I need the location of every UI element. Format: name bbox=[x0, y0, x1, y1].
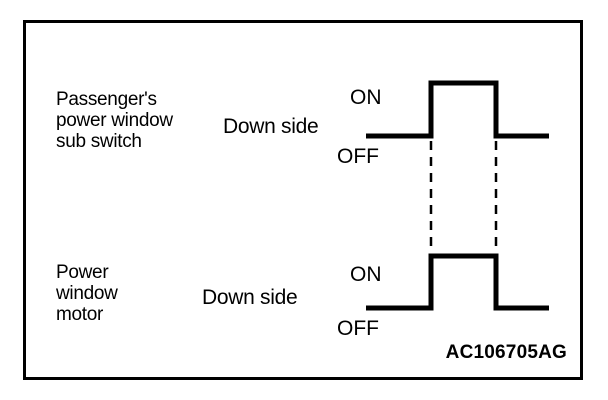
side-label-power-window-motor: Down side bbox=[202, 286, 298, 309]
off-level-label-power-window-motor: OFF bbox=[337, 317, 379, 340]
off-level-label-sub-switch: OFF bbox=[337, 145, 379, 168]
side-label-sub-switch: Down side bbox=[223, 115, 319, 138]
on-level-label-sub-switch: ON bbox=[350, 86, 382, 109]
on-level-label-power-window-motor: ON bbox=[350, 263, 382, 286]
figure-border: Passenger's power window sub switch Down… bbox=[23, 20, 583, 380]
figure-code: AC106705AG bbox=[445, 342, 567, 363]
device-label-power-window-motor: Power window motor bbox=[56, 262, 118, 325]
device-label-sub-switch: Passenger's power window sub switch bbox=[56, 89, 173, 152]
